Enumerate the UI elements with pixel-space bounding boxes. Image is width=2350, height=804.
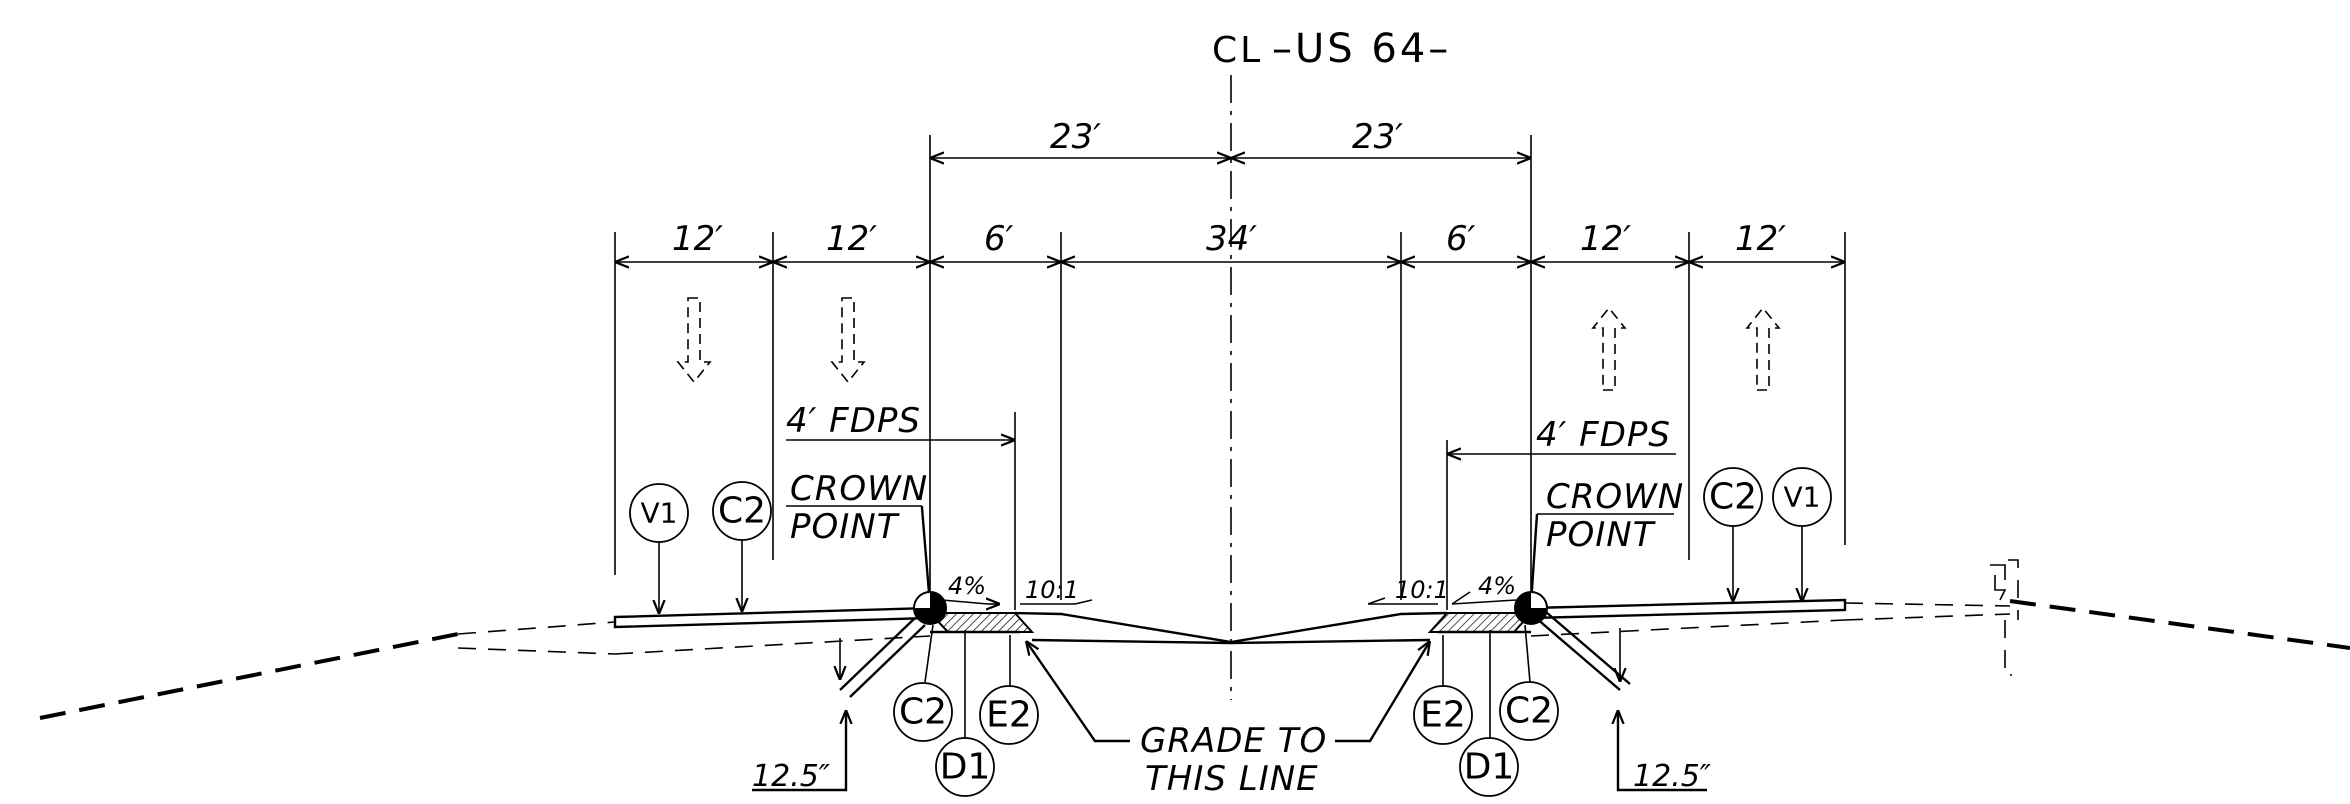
svg-text:POINT: POINT: [1546, 515, 1656, 555]
svg-text:V1: V1: [641, 497, 678, 530]
depth-12-5-left: 12.5″: [752, 710, 846, 794]
up-arrow-dashed-icon: [1591, 306, 1627, 391]
svg-text:D1: D1: [1464, 747, 1515, 788]
existing-ground-left: [39, 632, 459, 720]
crown-point-left-note: CROWN POINT: [786, 469, 932, 606]
depth-12-5-right: 12.5″: [1618, 710, 1712, 794]
svg-text:GRADE TO: GRADE TO: [1140, 721, 1327, 761]
callout-c2-right-bottom: C2: [1499, 624, 1559, 741]
svg-text:CROWN: CROWN: [790, 469, 928, 509]
dim-12-lane-2-left: 12′: [826, 219, 877, 259]
dim-34-median: 34′: [1206, 219, 1257, 259]
svg-text:4%: 4%: [948, 572, 986, 600]
centerline-symbol: CL: [1212, 30, 1263, 71]
half-filled-circle-icon: [913, 591, 947, 625]
callout-c2-right-top: C2: [1703, 467, 1763, 602]
svg-text:THIS LINE: THIS LINE: [1145, 759, 1319, 799]
svg-text:V1: V1: [1784, 481, 1821, 514]
callout-c2-left-top: C2: [712, 481, 772, 612]
svg-text:POINT: POINT: [790, 507, 900, 547]
dim-6-left: 6′: [984, 219, 1014, 259]
dim-23-left: 23′: [1050, 117, 1101, 157]
centerline-title: CL –US 64–: [1212, 26, 1451, 72]
dim-12-lane-1-right: 12′: [1580, 219, 1631, 259]
route-label: –US 64–: [1272, 26, 1451, 72]
callout-d1-left: D1: [935, 630, 995, 797]
existing-ground-right: [2009, 599, 2350, 650]
svg-text:10:1: 10:1: [1395, 576, 1449, 604]
svg-text:C2: C2: [718, 491, 766, 532]
lane-dimensions: 12′ 12′ 6′ 34′ 6′ 12′ 12′: [614, 219, 1846, 600]
up-arrow-dashed-icon: [1745, 306, 1781, 391]
fdps-left-label: 4′ FDPS: [786, 401, 921, 441]
shoulder-right: [1427, 612, 1534, 634]
fdps-right: 4′ FDPS: [1446, 415, 1676, 610]
pavement-leaders: [840, 628, 1620, 682]
slope-4-left: 4%: [941, 572, 1000, 604]
callout-v1-left: V1: [629, 483, 689, 614]
slope-10-1-left: 10:1: [1020, 576, 1093, 605]
dim-12-lane-1-left: 12′: [672, 219, 723, 259]
down-arrow-dashed-icon: [676, 297, 712, 384]
svg-text:D1: D1: [940, 747, 991, 788]
crown-point-right-note: CROWN POINT: [1529, 477, 1684, 605]
svg-text:C2: C2: [1505, 691, 1553, 732]
callout-d1-right: D1: [1459, 630, 1519, 797]
svg-text:CL: CL: [1212, 30, 1263, 71]
dim-12-lane-2-right: 12′: [1735, 219, 1786, 259]
svg-text:10:1: 10:1: [1025, 576, 1079, 604]
slope-10-1-right: 10:1: [1367, 576, 1449, 605]
down-arrow-dashed-icon: [830, 297, 866, 384]
dim-6-right: 6′: [1446, 219, 1476, 259]
svg-text:12.5″: 12.5″: [752, 759, 831, 794]
callout-c2-left-bottom: C2: [893, 624, 953, 742]
curb-slopes: [839, 611, 1631, 698]
edge-break-symbol: [1990, 559, 2019, 676]
median-profile: [1014, 611, 1448, 645]
svg-text:C2: C2: [899, 692, 947, 733]
pavement-left: [613, 606, 932, 629]
half-width-dimension: 23′ 23′: [929, 117, 1532, 610]
callout-e2-right: E2: [1413, 635, 1473, 745]
callout-e2-left: E2: [979, 635, 1039, 745]
shoulder-left: [927, 612, 1035, 634]
svg-text:E2: E2: [1420, 695, 1466, 736]
slope-4-right: 4%: [1451, 572, 1516, 605]
pavement-right: [1529, 598, 1847, 620]
fdps-left: 4′ FDPS: [786, 401, 1016, 610]
tie-dashed-lines: [457, 602, 2011, 655]
svg-text:12.5″: 12.5″: [1633, 759, 1712, 794]
grade-to-this-line-note: GRADE TO THIS LINE: [1026, 641, 1430, 799]
svg-text:E2: E2: [986, 695, 1032, 736]
fdps-right-label: 4′ FDPS: [1536, 415, 1671, 455]
dim-23-right: 23′: [1352, 117, 1403, 157]
svg-text:CROWN: CROWN: [1546, 477, 1684, 517]
svg-text:4%: 4%: [1478, 572, 1516, 600]
svg-text:C2: C2: [1709, 477, 1757, 518]
half-filled-circle-icon: [1514, 591, 1548, 625]
callout-v1-right: V1: [1772, 467, 1832, 602]
